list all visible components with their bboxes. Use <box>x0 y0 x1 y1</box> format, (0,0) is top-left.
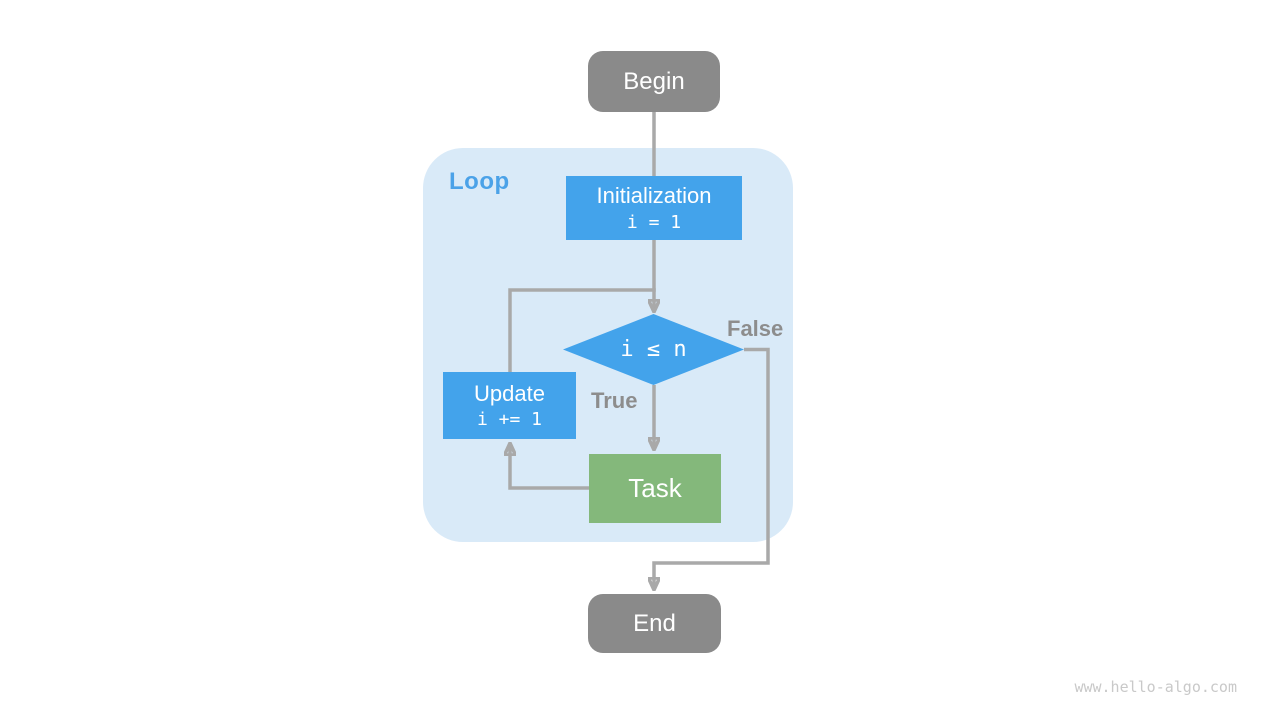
node-condition-label: i ≤ n <box>620 336 687 362</box>
edge-label-false: False <box>727 316 784 341</box>
node-initialization-code: i = 1 <box>626 211 682 233</box>
node-update-label: Update <box>474 380 545 406</box>
node-initialization: Initialization i = 1 <box>566 176 742 240</box>
node-end-label: End <box>633 609 676 637</box>
node-initialization-label: Initialization <box>596 183 712 208</box>
edge-label-true: True <box>591 388 638 413</box>
node-update-code: i += 1 <box>476 409 543 430</box>
node-begin: Begin <box>588 51 720 112</box>
node-begin-label: Begin <box>623 67 685 95</box>
node-end: End <box>588 594 721 653</box>
node-task-label: Task <box>628 473 682 504</box>
site-watermark: www.hello-algo.com <box>1074 678 1237 696</box>
node-update: Update i += 1 <box>443 372 576 439</box>
node-task: Task <box>589 454 721 523</box>
loop-panel-label: Loop <box>449 168 510 195</box>
